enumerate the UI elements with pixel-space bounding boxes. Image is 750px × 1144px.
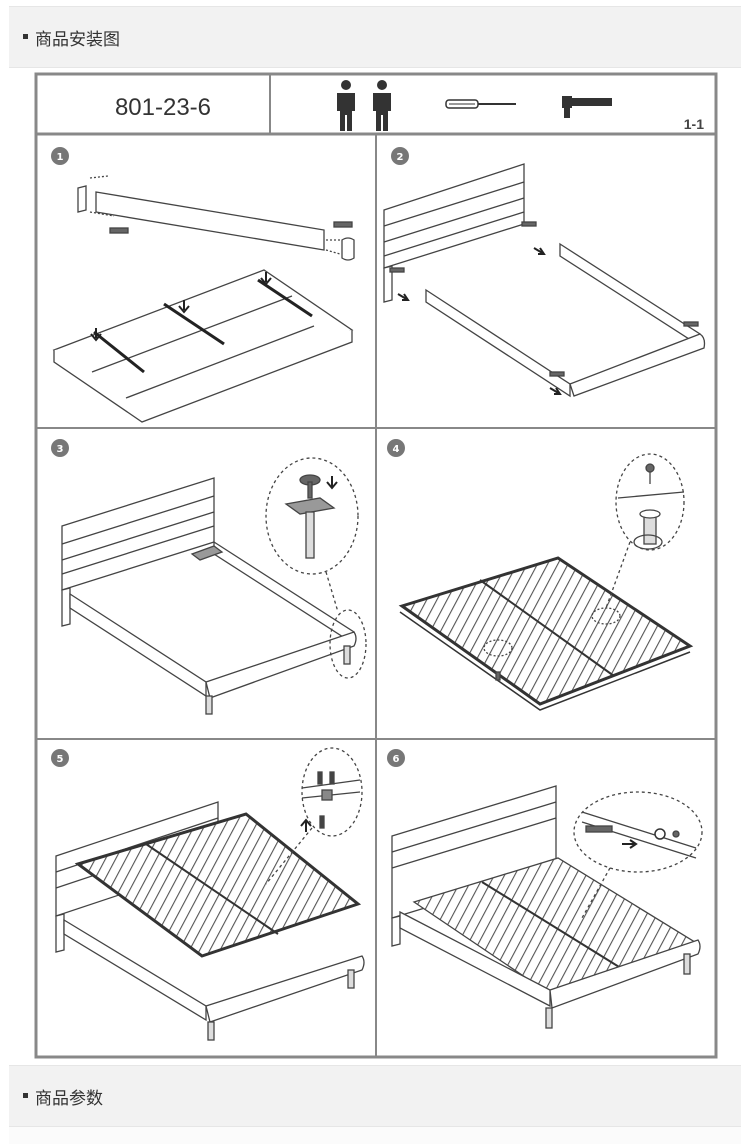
step-4-illustration: [398, 453, 694, 711]
step-badges: 1 2 3 4 5 6: [51, 147, 409, 767]
assembly-diagram: 801-23-6 1-1 1 2 3 4 5 6: [34, 72, 718, 1059]
step-3-illustration: [61, 457, 367, 715]
page-label: 1-1: [684, 116, 704, 132]
bullet-icon: [23, 1093, 28, 1098]
screwdriver-icon: [445, 99, 516, 109]
step-2-illustration: [383, 163, 706, 398]
bullet-icon: [23, 34, 28, 39]
section-title: 商品安装图: [35, 30, 120, 50]
step-number: 5: [57, 754, 64, 765]
step-number: 3: [57, 444, 64, 455]
section-title: 商品参数: [35, 1089, 103, 1109]
step-6-illustration: [391, 785, 703, 1029]
step-5-illustration: [55, 747, 365, 1041]
section-header-parameters: 商品参数: [9, 1065, 741, 1127]
step-number: 6: [393, 754, 400, 765]
people-icon: [337, 80, 391, 131]
step-number: 1: [57, 152, 64, 163]
step-1-illustration: [52, 175, 355, 423]
section-header-installation: 商品安装图: [9, 6, 741, 68]
hammer-icon: [562, 96, 612, 118]
step-number: 4: [393, 444, 400, 455]
model-number: 801-23-6: [115, 94, 211, 121]
step-number: 2: [397, 152, 404, 163]
parameters-content: [9, 1127, 741, 1144]
